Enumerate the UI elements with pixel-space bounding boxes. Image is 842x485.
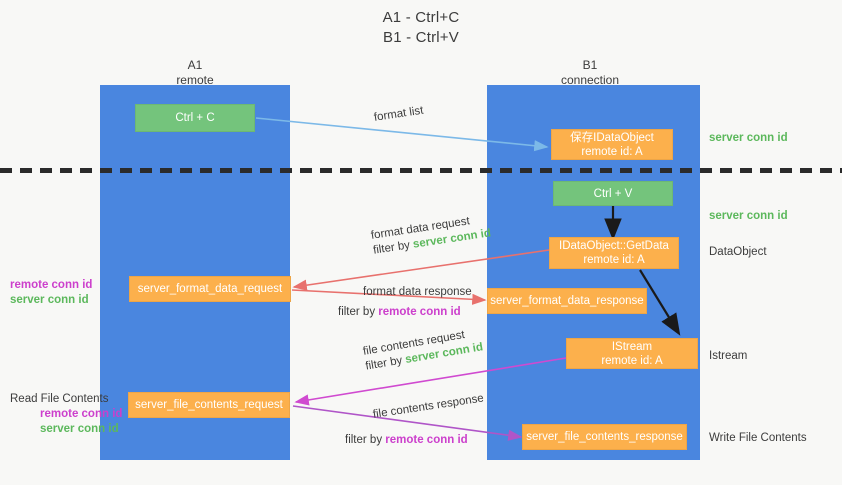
filter-by-label-4: filter by bbox=[345, 434, 386, 446]
annotation-format-list: format list bbox=[373, 104, 425, 126]
page-title: A1 - Ctrl+C B1 - Ctrl+V bbox=[0, 8, 842, 48]
left-label-server-conn-id-1: server conn id bbox=[10, 294, 89, 306]
box-ctrl-c[interactable]: Ctrl + C bbox=[135, 104, 255, 132]
column-a1-sub: remote bbox=[176, 73, 214, 87]
left-label-server-conn-id-2: server conn id bbox=[40, 423, 119, 435]
annotation-format-list-text: format list bbox=[373, 104, 425, 124]
box-server-format-data-response[interactable]: server_format_data_response bbox=[487, 288, 647, 314]
box-getdata-line1: IDataObject::GetData bbox=[559, 240, 669, 252]
box-ctrl-c-label: Ctrl + C bbox=[175, 112, 215, 124]
column-header-b1: B1 connection bbox=[490, 58, 690, 88]
box-ctrl-v[interactable]: Ctrl + V bbox=[553, 181, 673, 206]
annotation-file-contents-response-text: file contents response bbox=[372, 392, 485, 421]
annotation-file-contents-response-filter: filter by remote conn id bbox=[345, 433, 468, 448]
box-server-file-contents-request-label: server_file_contents_request bbox=[135, 399, 283, 411]
annotation-format-data-response-filter: filter by remote conn id bbox=[338, 305, 461, 320]
box-server-file-contents-response-label: server_file_contents_response bbox=[526, 431, 683, 443]
left-label-remote-conn-id-2: remote conn id bbox=[40, 408, 123, 420]
right-label-dataobject: DataObject bbox=[709, 246, 767, 258]
right-label-istream: Istream bbox=[709, 350, 748, 362]
column-a1-name: A1 bbox=[187, 58, 203, 72]
left-label-group-format: remote conn id server conn id bbox=[10, 278, 92, 308]
column-b1-name: B1 bbox=[582, 58, 598, 72]
left-label-remote-conn-id-1: remote conn id bbox=[10, 279, 93, 291]
filter-by-label-2: filter by bbox=[338, 306, 379, 318]
right-label-write-file-contents: Write File Contents bbox=[709, 432, 807, 444]
box-istream-line1: IStream bbox=[611, 340, 653, 353]
left-label-group-file: Read File Contents remote conn id server… bbox=[10, 392, 122, 437]
box-ctrl-v-label: Ctrl + V bbox=[593, 187, 633, 200]
remote-conn-id-ref-1: remote conn id bbox=[378, 306, 461, 318]
annotation-file-contents-request: file contents request filter by server c… bbox=[362, 325, 484, 374]
box-server-format-data-response-label: server_format_data_response bbox=[490, 295, 644, 307]
title-line-2: B1 - Ctrl+V bbox=[383, 29, 459, 46]
annotation-format-data-response-text: format data response bbox=[363, 286, 472, 298]
box-save-idataobject-line2: remote id: A bbox=[581, 145, 643, 158]
annotation-format-data-response: format data response bbox=[363, 285, 472, 300]
annotation-file-contents-response: file contents response bbox=[372, 391, 485, 422]
annotation-format-data-request: format data request filter by server con… bbox=[370, 211, 492, 258]
box-save-idataobject-line1: 保存IDataObject bbox=[570, 131, 654, 144]
right-label-server-conn-id-top: server conn id bbox=[709, 132, 788, 144]
box-server-file-contents-response[interactable]: server_file_contents_response bbox=[522, 424, 687, 450]
box-getdata-line2: remote id: A bbox=[583, 254, 645, 266]
box-server-format-data-request[interactable]: server_format_data_request bbox=[129, 276, 291, 302]
box-getdata[interactable]: IDataObject::GetData remote id: A bbox=[549, 237, 679, 269]
box-server-file-contents-request[interactable]: server_file_contents_request bbox=[128, 392, 290, 418]
title-line-1: A1 - Ctrl+C bbox=[382, 9, 460, 26]
box-istream[interactable]: IStream remote id: A bbox=[566, 338, 698, 369]
right-label-server-conn-id-mid: server conn id bbox=[709, 210, 788, 222]
column-header-a1: A1 remote bbox=[95, 58, 295, 88]
box-save-idataobject[interactable]: 保存IDataObject remote id: A bbox=[551, 129, 673, 160]
left-label-read-file-contents: Read File Contents bbox=[10, 393, 109, 405]
phase-divider bbox=[0, 168, 842, 173]
remote-conn-id-ref-2: remote conn id bbox=[385, 434, 468, 446]
column-b1-sub: connection bbox=[560, 73, 620, 87]
box-server-format-data-request-label: server_format_data_request bbox=[137, 283, 283, 295]
box-istream-line2: remote id: A bbox=[601, 354, 663, 367]
